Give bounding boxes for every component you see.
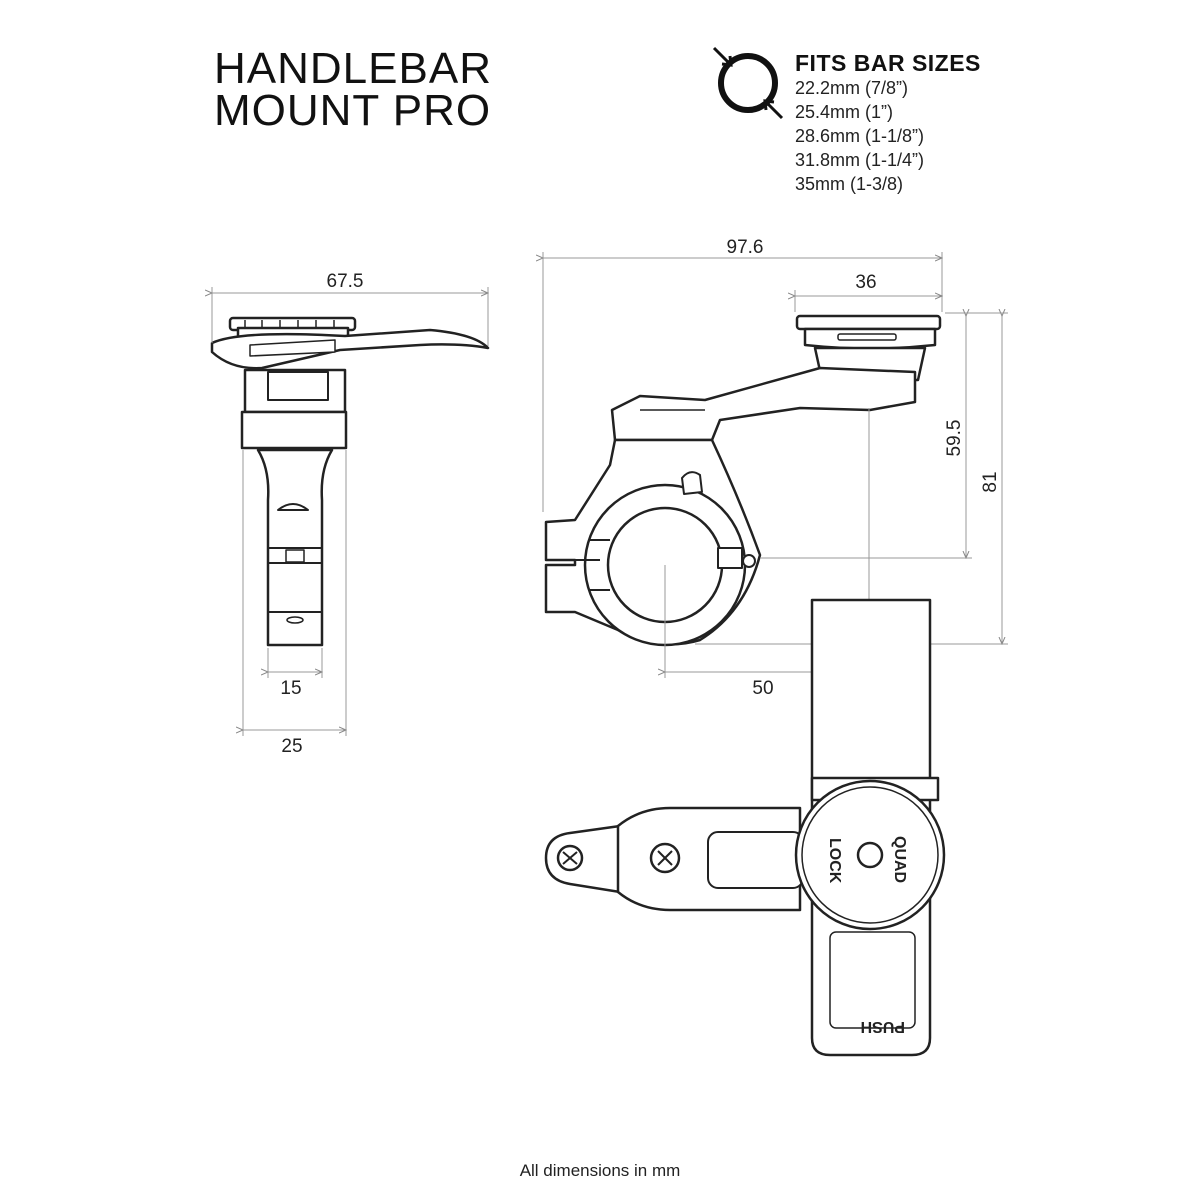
fits-bar-sizes-list: 22.2mm (7/8”) 25.4mm (1”) 28.6mm (1-1/8”… [795,76,924,196]
bar-size-item: 28.6mm (1-1/8”) [795,126,925,146]
dim-side-height-total: 81 [980,471,1001,492]
front-dimension-lines [212,287,488,736]
side-view [544,314,942,647]
bar-size-item: 35mm (1-3/8) [795,174,904,194]
bar-size-item: 25.4mm (1”) [795,102,894,122]
bar-size-item: 31.8mm (1-1/4”) [795,150,925,170]
push-text: PUSH [861,1018,905,1035]
fits-bar-sizes-title: FITS BAR SIZES [795,50,981,76]
dim-side-clamp: 50 [752,678,773,699]
dim-front-width: 67.5 [327,271,364,292]
top-view [544,598,946,1057]
quad-text: QUAD [891,836,908,883]
dim-side-head: 36 [855,272,876,293]
dim-front-base: 25 [281,736,302,757]
dim-side-height-inner: 59.5 [944,420,965,457]
dim-side-length: 97.6 [727,237,764,258]
footer-note: All dimensions in mm [519,1161,681,1180]
dim-front-arm: 15 [280,678,301,699]
page-title: HANDLEBAR MOUNT PRO [214,44,492,135]
title-line-2: MOUNT PRO [214,86,492,135]
front-view [210,316,490,647]
bar-size-icon [712,46,784,120]
lock-text: LOCK [826,838,843,884]
title-line-1: HANDLEBAR [214,44,492,93]
bar-size-item: 22.2mm (7/8”) [795,78,909,98]
